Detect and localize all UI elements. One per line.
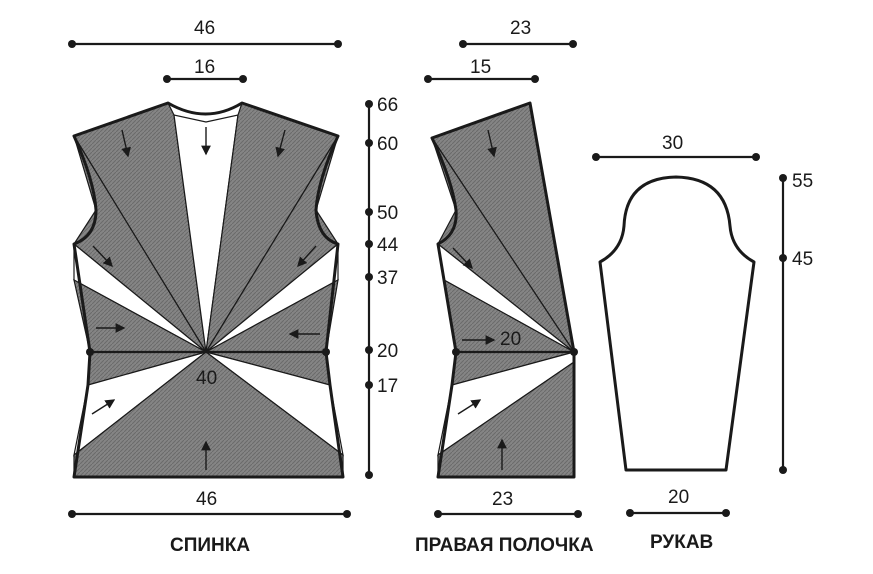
front-waist-dot-left: [452, 348, 460, 356]
sleeve-outline: [598, 175, 756, 472]
back-outline: [72, 101, 345, 479]
sleeve-width-top-label: 30: [662, 133, 683, 154]
back-neck-width-label: 16: [194, 57, 215, 78]
back-waist-dot-right: [322, 348, 330, 356]
back-piece: 40 46 16 46 66 60 50 44 37: [68, 18, 399, 556]
front-width-top-dot-right: [569, 40, 577, 48]
back-neck-dot-right: [239, 75, 247, 83]
front-shoulder-dot-left: [424, 75, 432, 83]
back-height-50: 50: [377, 203, 398, 224]
front-caption: ПРАВАЯ ПОЛОЧКА: [415, 535, 594, 556]
front-arrow-2: [452, 247, 473, 270]
sleeve-caption: РУКАВ: [650, 532, 713, 553]
back-arrow-4: [92, 245, 113, 268]
front-width-bottom-dot-left: [434, 510, 442, 518]
front-arrow-1: [487, 129, 497, 158]
back-arrow-1: [121, 129, 131, 158]
front-width-bottom-dot-right: [574, 510, 582, 518]
sleeve-width-bottom-dot-left: [626, 509, 634, 517]
front-shoulder-dot-right: [531, 75, 539, 83]
front-center-label: 20: [500, 329, 521, 350]
sleeve-height-55: 55: [792, 171, 813, 192]
back-neck-dot-left: [163, 75, 171, 83]
front-width-top-dot-left: [459, 40, 467, 48]
back-width-top-dot-left: [68, 40, 76, 48]
back-height-44: 44: [377, 235, 399, 256]
back-height-17: 17: [377, 376, 398, 397]
sleeve-height-dot-top: [779, 174, 787, 182]
back-waist-dot-left: [86, 348, 94, 356]
back-height-37: 37: [377, 268, 398, 289]
sleeve-width-bottom-dot-right: [722, 509, 730, 517]
back-arrow-3: [275, 129, 286, 158]
back-width-bottom-dot-right: [343, 510, 351, 518]
back-width-bottom-dot-left: [68, 510, 76, 518]
front-width-bottom-label: 23: [492, 489, 513, 510]
back-width-top-label: 46: [194, 18, 215, 39]
sleeve-width-bottom-label: 20: [668, 487, 689, 508]
sleeve-piece: 30 20 55 45 РУКАВ: [592, 133, 813, 553]
front-waist-dot-right: [570, 348, 578, 356]
front-shoulder-width-label: 15: [470, 57, 491, 78]
back-height-60: 60: [377, 134, 398, 155]
sleeve-height-dot-bottom: [779, 466, 787, 474]
sleeve-height-45: 45: [792, 249, 813, 270]
front-outline: [430, 101, 576, 479]
sleeve-height-dot-mid: [779, 254, 787, 262]
right-front-piece: 20 23 15 23 ПРАВАЯ ПОЛОЧКА: [415, 18, 594, 556]
back-center-label: 40: [196, 368, 217, 389]
back-width-top-dot-right: [334, 40, 342, 48]
front-arrow-4: [457, 399, 482, 415]
back-height-20: 20: [377, 341, 398, 362]
sleeve-width-top-dot-left: [592, 153, 600, 161]
back-arrow-5: [297, 245, 317, 268]
front-width-top-label: 23: [510, 18, 531, 39]
back-height-66: 66: [377, 95, 398, 116]
back-width-bottom-label: 46: [196, 489, 217, 510]
back-caption: СПИНКА: [170, 535, 250, 556]
back-height-ticks: [365, 100, 373, 479]
back-arrow-8: [91, 399, 116, 415]
sleeve-width-top-dot-right: [752, 153, 760, 161]
